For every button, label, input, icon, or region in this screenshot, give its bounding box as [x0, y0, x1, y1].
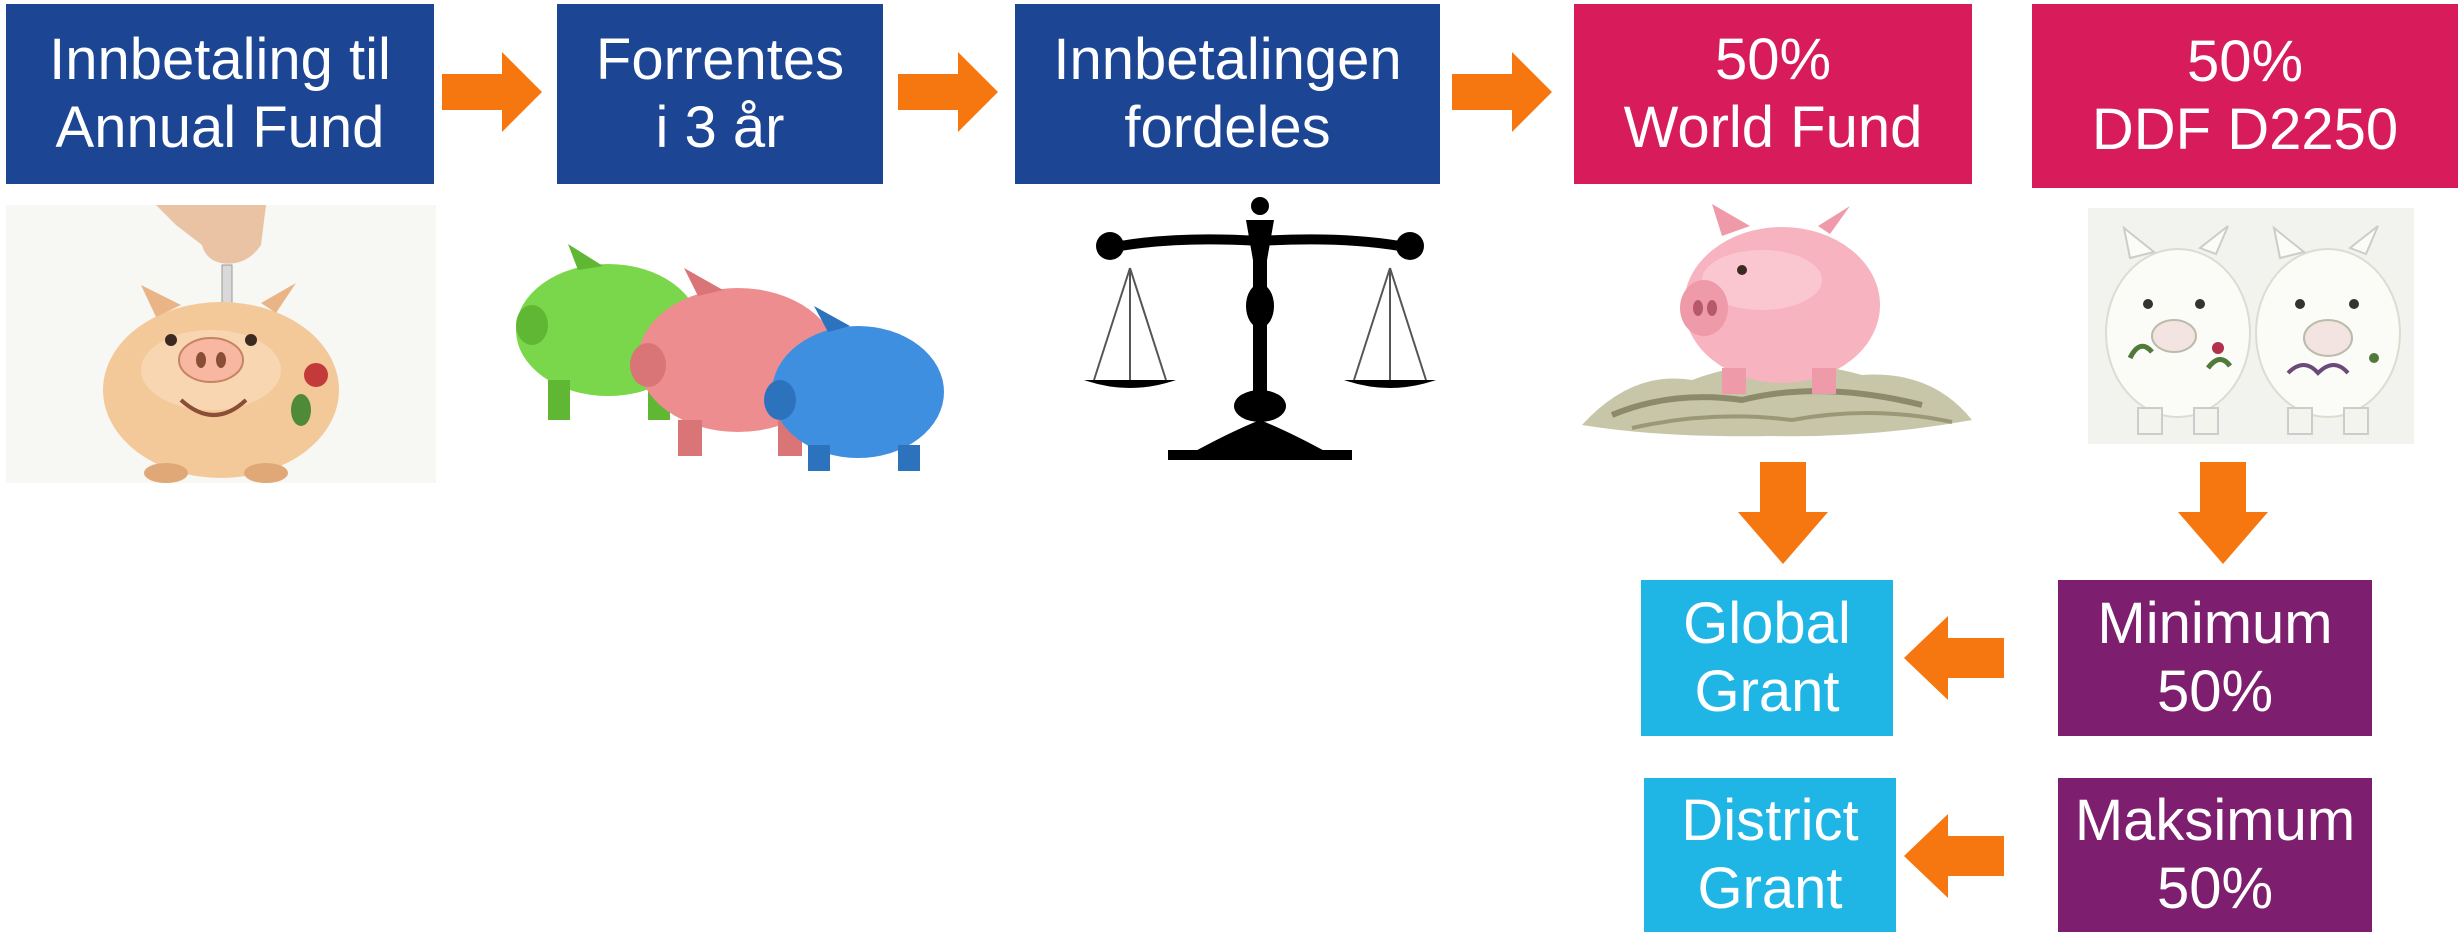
box-maksimum: Maksimum 50%: [2058, 778, 2372, 932]
box-annual-fund-line2: Annual Fund: [55, 95, 385, 160]
box-global-grant-line2: Grant: [1694, 659, 1840, 724]
box-annual-fund: Innbetaling til Annual Fund: [6, 4, 434, 184]
box-district-grant-line1: District: [1681, 788, 1859, 853]
box-global-grant-line1: Global: [1683, 591, 1851, 656]
two-ceramic-piggy-banks-icon: [2088, 208, 2414, 444]
balance-scale-icon: [1084, 197, 1436, 460]
arrow-left-icon: [1904, 814, 2004, 898]
box-maksimum-line2: 50%: [2156, 856, 2274, 921]
box-fordeles-line1: Innbetalingen: [1053, 27, 1402, 92]
box-forrentes-line2: i 3 år: [655, 95, 785, 160]
box-world-fund-line1: 50%: [1714, 27, 1832, 92]
box-ddf-line2: DDF D2250: [2091, 97, 2399, 162]
box-world-fund: 50% World Fund: [1574, 4, 1972, 184]
arrow-down-icon: [2178, 462, 2268, 564]
arrow-right-icon: [898, 52, 998, 132]
arrow-down-icon: [1738, 462, 1828, 564]
arrow-right-icon: [1452, 52, 1552, 132]
three-piggy-banks-icon: [516, 244, 944, 471]
piggy-bank-on-money-icon: [1582, 204, 1972, 437]
box-ddf: 50% DDF D2250: [2032, 4, 2458, 188]
box-minimum: Minimum 50%: [2058, 580, 2372, 736]
box-district-grant-line2: Grant: [1697, 856, 1843, 921]
box-global-grant: Global Grant: [1641, 580, 1893, 736]
box-forrentes-line1: Forrentes: [595, 27, 845, 92]
box-maksimum-line1: Maksimum: [2074, 788, 2356, 853]
box-fordeles-line2: fordeles: [1124, 95, 1331, 160]
box-district-grant: District Grant: [1644, 778, 1896, 932]
arrow-left-icon: [1904, 616, 2004, 700]
box-world-fund-line2: World Fund: [1623, 95, 1923, 160]
box-fordeles: Innbetalingen fordeles: [1015, 4, 1440, 184]
arrow-right-icon: [442, 52, 542, 132]
piggy-bank-coin-icon: [6, 205, 436, 483]
box-minimum-line2: 50%: [2156, 659, 2274, 724]
box-annual-fund-line1: Innbetaling til: [49, 27, 391, 92]
box-minimum-line1: Minimum: [2097, 591, 2333, 656]
box-forrentes: Forrentes i 3 år: [557, 4, 883, 184]
box-ddf-line1: 50%: [2186, 29, 2304, 94]
